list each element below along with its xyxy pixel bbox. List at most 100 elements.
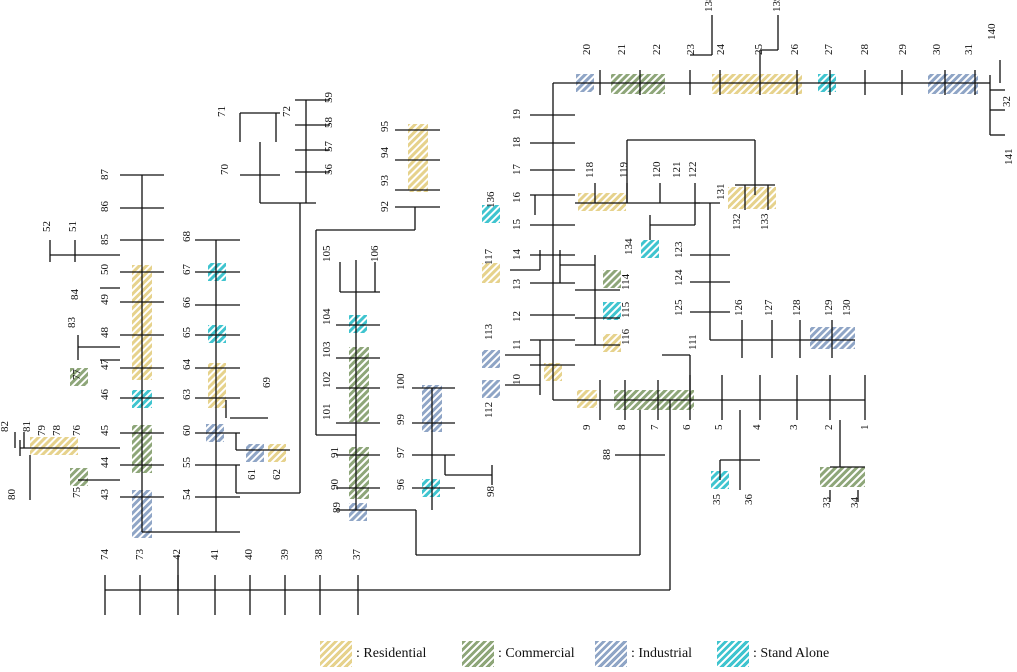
legend-label-residential: : Residential	[356, 646, 427, 661]
bus-label: 140	[986, 23, 998, 40]
bus-label: 104	[321, 308, 333, 325]
bus-label: 81	[21, 421, 33, 432]
residential-load-block	[712, 74, 802, 94]
bus-label: 52	[41, 221, 53, 232]
bus-label: 70	[219, 164, 231, 176]
bus-label: 47	[99, 359, 111, 371]
bus-label: 138	[703, 0, 715, 12]
bus-label: 10	[511, 374, 523, 386]
industrial-swatch	[595, 641, 627, 667]
bus-label: 73	[134, 549, 146, 561]
bus-label: 59	[323, 92, 335, 104]
bus-label: 99	[395, 414, 407, 426]
bus-label: 141	[1003, 149, 1015, 166]
bus-label: 30	[931, 44, 943, 56]
industrial-load-block	[246, 444, 264, 462]
bus-label: 14	[511, 249, 523, 261]
bus-label: 121	[671, 162, 683, 179]
legend: : Residential : Commercial : Industrial …	[320, 640, 880, 668]
load-blocks	[30, 74, 978, 538]
bus-label: 3	[788, 424, 800, 430]
bus-label: 22	[651, 44, 663, 55]
bus-label: 27	[823, 44, 835, 56]
bus-label: 92	[379, 201, 391, 212]
industrial-load-block	[928, 74, 978, 94]
bus-label: 115	[620, 301, 632, 318]
bus-label: 9	[581, 424, 593, 430]
industrial-load-block	[482, 350, 500, 368]
bus-label: 16	[511, 192, 523, 204]
bus-label: 65	[181, 327, 193, 339]
bus-label: 7	[649, 424, 661, 430]
bus-label: 57	[323, 141, 335, 153]
bus-label: 36	[743, 494, 755, 506]
bus-label: 98	[485, 486, 497, 498]
bus-label: 49	[99, 294, 111, 306]
bus-label: 44	[99, 457, 111, 469]
bus-label: 11	[511, 339, 523, 350]
bus-label: 68	[181, 231, 193, 243]
stand-alone-load-block	[641, 240, 659, 258]
commercial-load-block	[70, 468, 88, 486]
bus-label: 2	[823, 425, 835, 431]
stand-alone-load-block	[603, 302, 621, 320]
commercial-load-block	[349, 347, 369, 422]
stand-alone-swatch	[717, 641, 749, 667]
bus-label: 26	[789, 44, 801, 56]
bus-label: 69	[261, 377, 273, 389]
bus-label: 100	[395, 373, 407, 390]
residential-load-block	[578, 193, 626, 211]
bus-label: 119	[618, 161, 630, 178]
bus-label: 77	[71, 369, 83, 381]
feeder-lines	[14, 15, 1005, 615]
bus-label: 105	[321, 245, 333, 262]
bus-label: 89	[331, 502, 343, 514]
legend-item-industrial: : Industrial	[595, 640, 692, 668]
residential-load-block	[208, 363, 226, 408]
bus-label: 55	[181, 457, 193, 469]
bus-label: 61	[246, 469, 258, 480]
bus-label: 35	[711, 494, 723, 506]
bus-label: 101	[321, 404, 333, 421]
bus-label: 85	[99, 234, 111, 246]
bus-label: 83	[66, 317, 78, 329]
bus-label: 134	[623, 238, 635, 255]
bus-label: 129	[823, 299, 835, 316]
bus-label: 79	[36, 425, 48, 437]
commercial-swatch	[462, 641, 494, 667]
bus-label: 76	[71, 425, 83, 437]
bus-label: 34	[849, 497, 861, 509]
commercial-load-block	[349, 447, 369, 499]
commercial-load-block	[70, 368, 88, 386]
bus-label: 42	[171, 549, 183, 560]
residential-load-block	[482, 263, 500, 283]
commercial-load-block	[611, 74, 665, 94]
legend-label-stand-alone: : Stand Alone	[753, 646, 830, 661]
bus-label: 24	[715, 44, 727, 56]
bus-label: 127	[763, 299, 775, 316]
legend-item-residential: : Residential	[320, 640, 426, 668]
bus-label: 66	[181, 297, 193, 309]
residential-load-block	[603, 334, 621, 352]
legend-item-commercial: : Commercial	[462, 640, 575, 668]
bus-label: 18	[511, 137, 523, 149]
bus-label: 45	[99, 425, 111, 437]
bus-label: 67	[181, 264, 193, 276]
industrial-load-block	[349, 503, 367, 521]
bus-label: 1	[859, 425, 871, 431]
bus-label: 37	[351, 549, 363, 561]
bus-label: 82	[0, 421, 11, 432]
bus-label: 136	[485, 191, 497, 208]
bus-label: 97	[395, 447, 407, 459]
bus-label: 78	[51, 425, 63, 437]
bus-label: 31	[963, 44, 975, 55]
bus-label: 19	[511, 109, 523, 121]
bus-label: 116	[620, 328, 632, 345]
bus-label: 93	[379, 175, 391, 187]
bus-label: 86	[99, 201, 111, 213]
commercial-load-block	[820, 467, 865, 487]
bus-label: 25	[753, 44, 765, 56]
bus-label: 51	[67, 221, 79, 232]
